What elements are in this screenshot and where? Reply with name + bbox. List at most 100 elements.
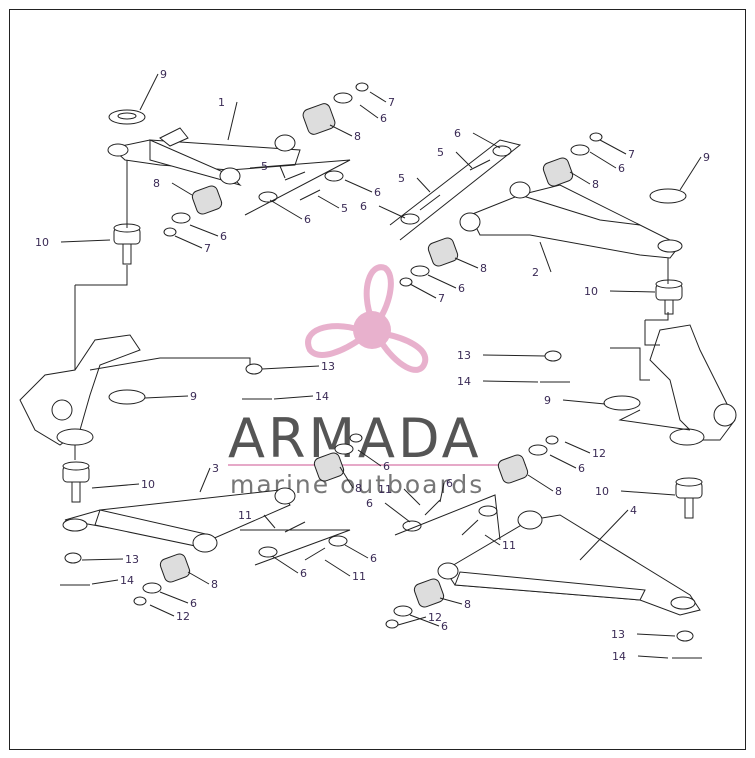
callout-leader (539, 241, 552, 273)
callout-leader (144, 395, 189, 399)
callout-leader (427, 274, 457, 289)
nut-icon (385, 619, 399, 629)
callout-number: 11 (502, 539, 516, 552)
callout-leader (81, 558, 124, 561)
ball-joint-icon (62, 461, 90, 503)
washer-icon (333, 92, 353, 104)
bushing-icon (497, 454, 529, 484)
callout-number: 5 (341, 202, 348, 215)
washer-icon (492, 145, 512, 157)
callout-leader (359, 104, 379, 119)
callout-number: 6 (618, 162, 625, 175)
callout-leader (454, 257, 479, 269)
upper-right-control-arm (459, 181, 683, 259)
nut-icon (355, 82, 369, 92)
callout-number: 6 (441, 620, 448, 633)
bushing-icon (427, 237, 459, 267)
callout-number: 9 (160, 68, 167, 81)
callout-leader (174, 235, 203, 249)
nut-icon (349, 433, 363, 443)
washer-icon (528, 444, 548, 456)
washer-icon (258, 546, 278, 558)
washer-icon (410, 265, 430, 277)
callout-number: 12 (176, 610, 190, 623)
callout-leader (472, 132, 501, 149)
washer-icon (328, 535, 348, 547)
washer-icon (142, 582, 162, 594)
callout-leader (620, 490, 676, 496)
callout-number: 6 (454, 127, 461, 140)
callout-leader (599, 139, 627, 155)
callout-number: 6 (383, 460, 390, 473)
callout-number: 8 (464, 598, 471, 611)
ball-joint-icon (113, 223, 141, 265)
callout-leader (679, 156, 702, 191)
castle-nut-icon (245, 363, 263, 375)
washer-icon (570, 144, 590, 156)
callout-number: 8 (153, 177, 160, 190)
castle-nut-icon (544, 350, 562, 362)
castle-nut-icon (64, 552, 82, 564)
bushing-icon (191, 103, 336, 215)
callout-number: 7 (438, 292, 445, 305)
callout-leader (384, 502, 411, 523)
callout-leader (409, 283, 437, 299)
callout-leader (339, 466, 354, 489)
washer-icon (400, 213, 420, 225)
callout-number: 10 (595, 485, 609, 498)
lower-right-control-arm (437, 510, 701, 616)
callout-number: 9 (703, 151, 710, 164)
washer-icon (258, 191, 278, 203)
callout-number: 5 (437, 146, 444, 159)
diagram-frame (9, 9, 746, 750)
callout-number: 6 (446, 477, 453, 490)
left-steering-knuckle (19, 334, 141, 446)
ball-joint-icon (675, 477, 703, 519)
callout-number: 6 (374, 186, 381, 199)
callout-number: 8 (354, 130, 361, 143)
nut-icon (163, 227, 177, 237)
right-steering-knuckle (649, 324, 737, 446)
bolt-icon (284, 171, 321, 201)
callout-number: 6 (578, 462, 585, 475)
callout-leader (569, 171, 591, 185)
callout-leader (439, 482, 445, 503)
callout-number: 13 (125, 553, 139, 566)
callout-number: 4 (630, 504, 637, 517)
callout-number: 6 (360, 200, 367, 213)
callout-number: 6 (370, 552, 377, 565)
callout-leader (637, 655, 669, 659)
callout-leader (369, 91, 387, 103)
callout-leader (171, 182, 193, 196)
callout-leader (139, 73, 159, 111)
callout-number: 6 (366, 497, 373, 510)
callout-leader (269, 199, 303, 220)
nut-icon (399, 277, 413, 287)
bushing-icon (542, 157, 574, 187)
callout-leader (484, 534, 501, 546)
callout-number: 14 (120, 574, 134, 587)
callout-number: 7 (204, 242, 211, 255)
lower-left-control-arm (62, 487, 296, 553)
washer-icon (171, 212, 191, 224)
callout-leader (329, 124, 353, 137)
upper-left-control-arm (107, 127, 301, 186)
callout-number: 8 (480, 262, 487, 275)
callout-leader (527, 474, 554, 492)
callout-labels: 1976810867566526556768986710131491314931… (35, 68, 710, 663)
retaining-ring-icon (108, 389, 146, 405)
callout-number: 11 (352, 570, 366, 583)
callout-leader (482, 354, 546, 357)
callout-leader (564, 441, 591, 454)
callout-leader (403, 488, 421, 506)
callout-leader (416, 177, 431, 193)
callout-leader (149, 604, 175, 617)
callout-leader (159, 591, 189, 604)
callout-number: 7 (388, 96, 395, 109)
callout-number: 1 (218, 96, 225, 109)
bolt-icon (424, 499, 479, 536)
callout-leader (482, 380, 539, 383)
washer-icon (324, 170, 344, 182)
washer-icon (334, 443, 354, 455)
callout-leader (589, 151, 617, 169)
